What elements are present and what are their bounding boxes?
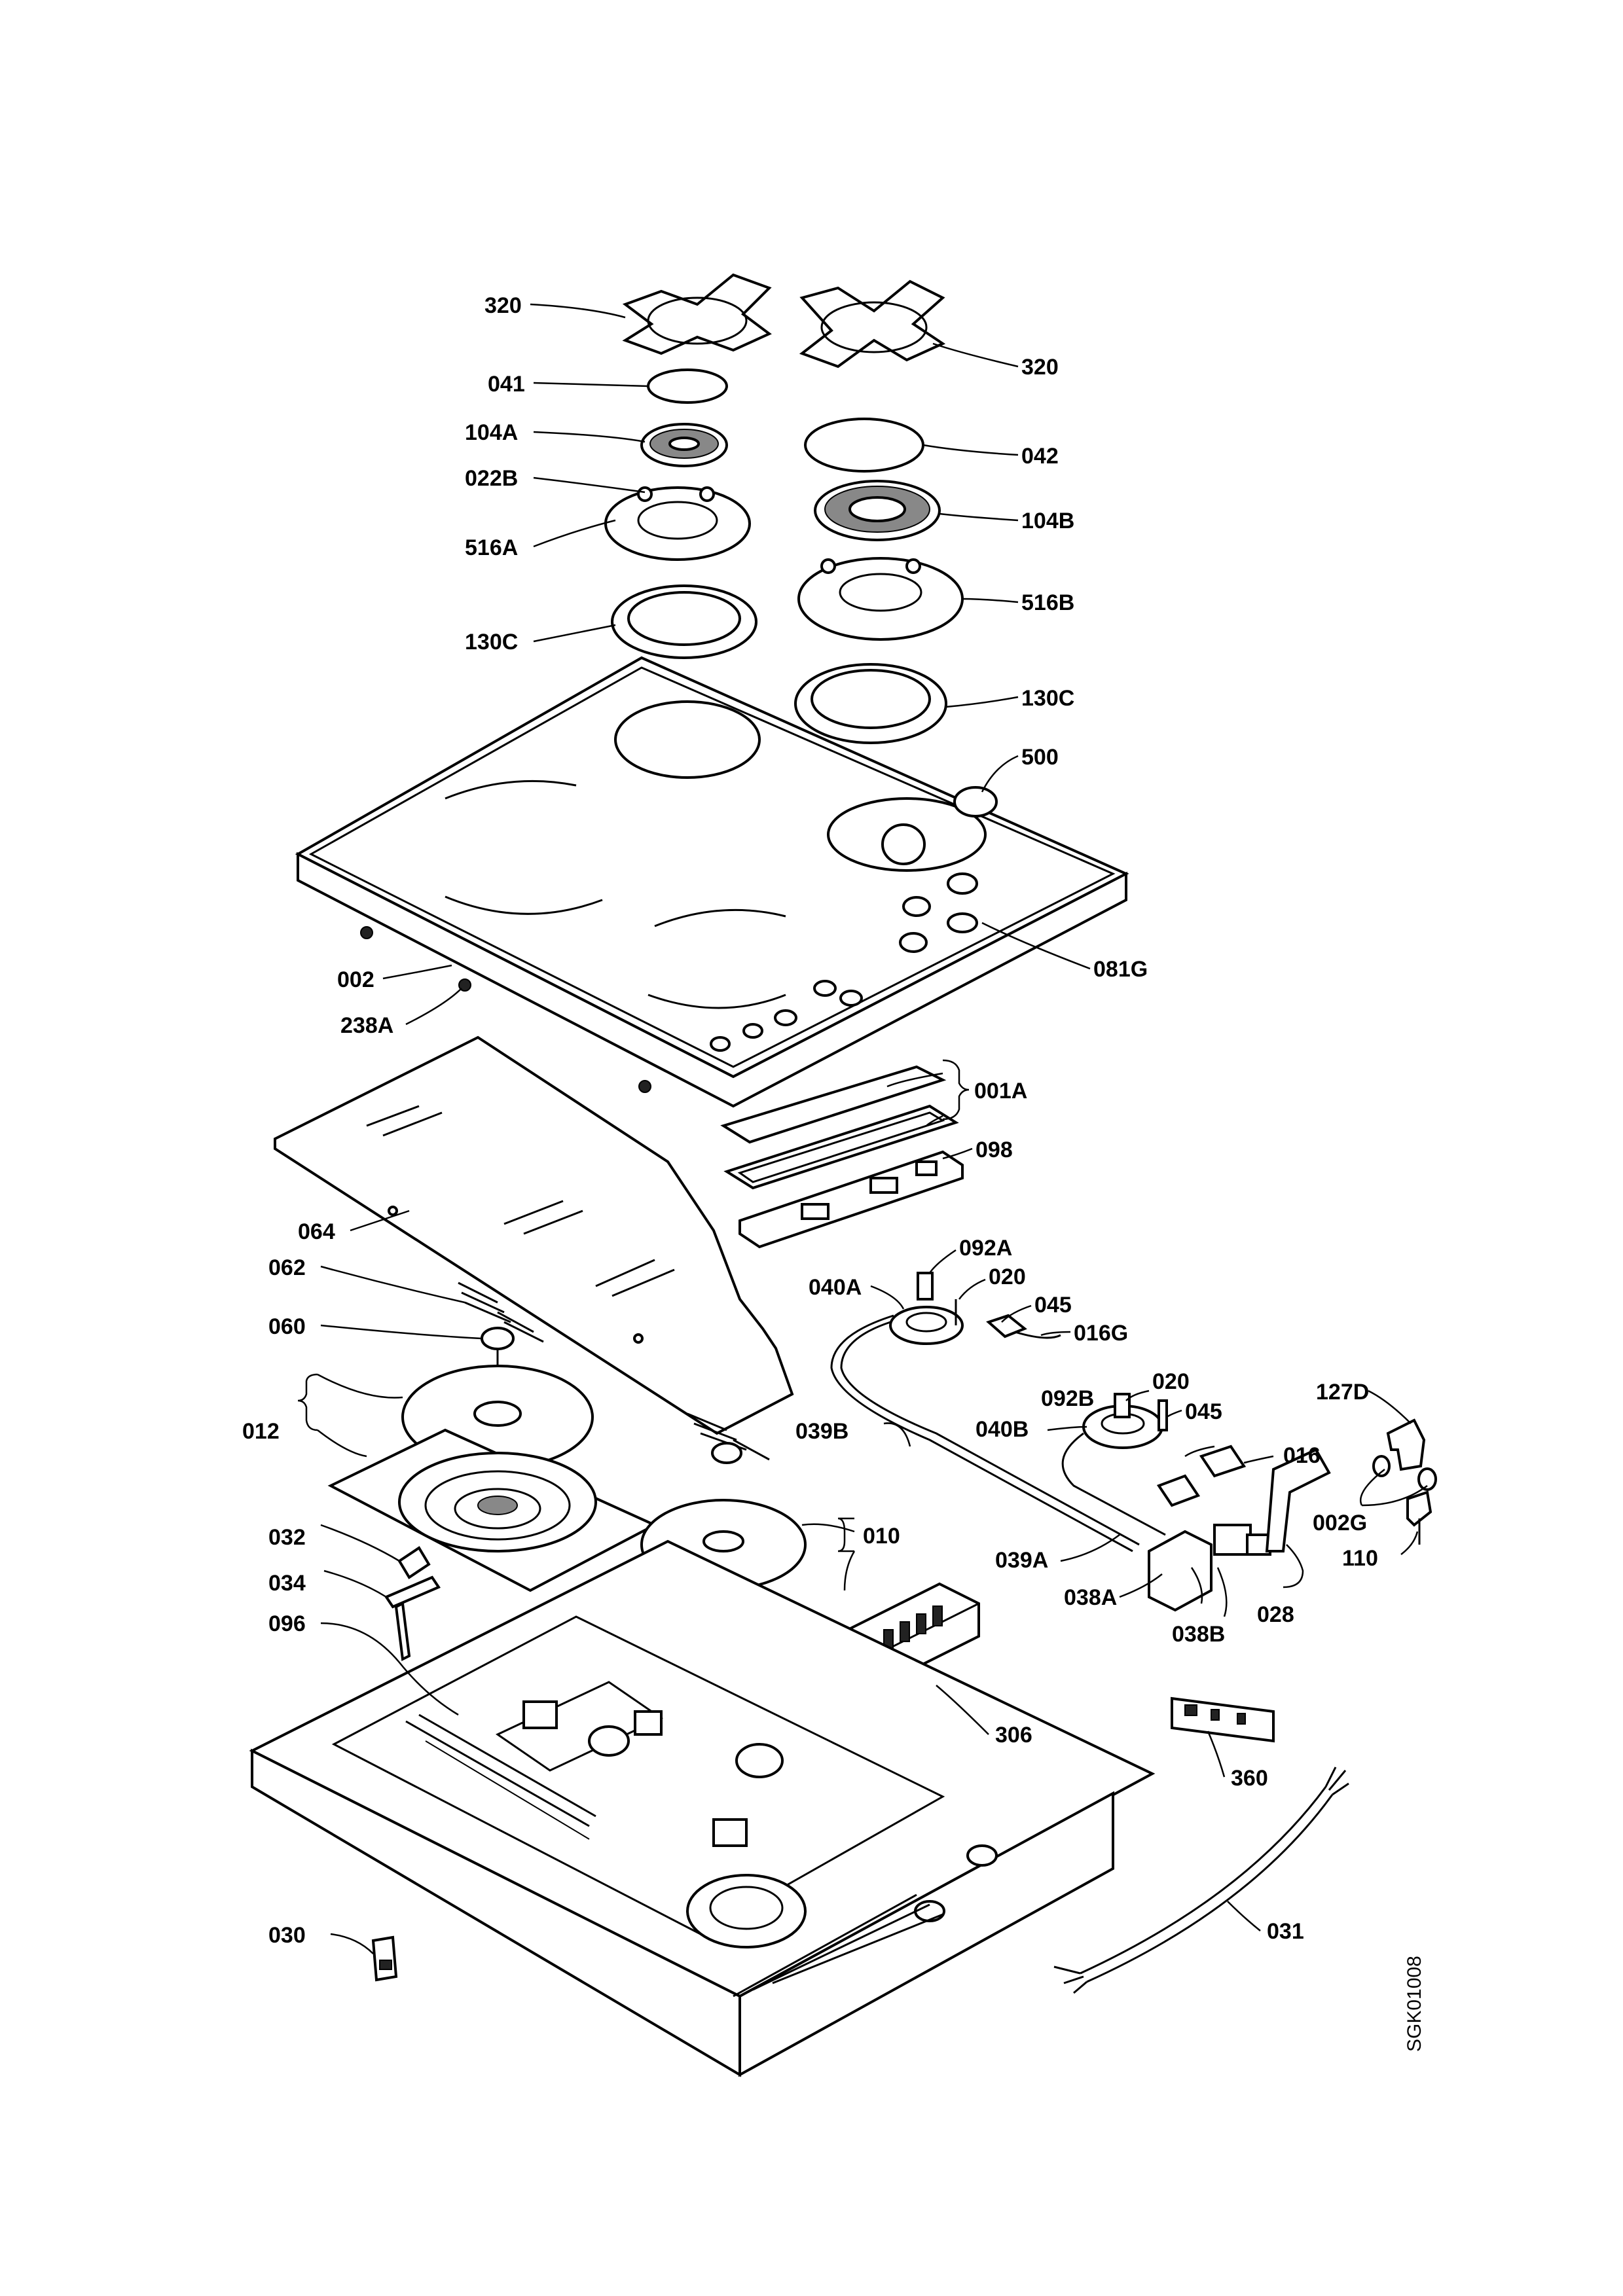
label-110: 110 — [1342, 1546, 1378, 1571]
thermal-limiter-060 — [481, 1327, 742, 1464]
injector-assembly-040A — [889, 1272, 1061, 1345]
label-039B: 039B — [795, 1419, 848, 1444]
label-028: 028 — [1257, 1602, 1294, 1627]
label-127D: 127D — [1316, 1380, 1369, 1405]
label-016: 016 — [1283, 1443, 1321, 1468]
label-002: 002 — [337, 967, 374, 992]
elbow-127D — [1386, 1418, 1426, 1471]
label-092A: 092A — [959, 1236, 1012, 1261]
screw-002 — [360, 926, 651, 1093]
label-306: 306 — [995, 1723, 1032, 1748]
label-062: 062 — [268, 1255, 306, 1280]
label-360: 360 — [1231, 1766, 1268, 1791]
pan-support-right — [799, 279, 946, 368]
drawing-code: SGK01008 — [1404, 1956, 1425, 2052]
label-040A: 040A — [809, 1275, 862, 1300]
label-001A: 001A — [974, 1079, 1027, 1103]
label-092B: 092B — [1041, 1386, 1094, 1411]
washer-002G — [1372, 1455, 1437, 1491]
label-238A: 238A — [340, 1013, 393, 1038]
hob-top-glass — [295, 656, 1129, 1108]
label-012: 012 — [242, 1419, 280, 1444]
base-tray-096 — [249, 1539, 1156, 2077]
label-010: 010 — [863, 1524, 900, 1549]
spring-clips-062 — [458, 1282, 770, 1461]
label-320: 320 — [484, 293, 522, 318]
label-032: 032 — [268, 1525, 306, 1550]
label-020: 020 — [1152, 1369, 1190, 1394]
label-130C: 130C — [465, 630, 518, 655]
seal-ring-130C-left — [611, 584, 757, 659]
label-031: 031 — [1267, 1919, 1304, 1944]
label-064: 064 — [298, 1219, 335, 1244]
label-081G: 081G — [1093, 957, 1148, 982]
clip-032 — [397, 1546, 431, 1579]
mains-cable-031 — [1053, 1767, 1349, 1994]
label-038A: 038A — [1064, 1585, 1117, 1610]
burner-base-516A — [604, 486, 751, 561]
label-045: 045 — [1185, 1399, 1222, 1424]
label-041: 041 — [488, 372, 525, 397]
label-038B: 038B — [1172, 1622, 1225, 1647]
label-516B: 516B — [1021, 590, 1074, 615]
label-060: 060 — [268, 1314, 306, 1339]
label-500: 500 — [1021, 745, 1059, 770]
pan-support-left — [622, 273, 772, 355]
hotplate-012 — [327, 1365, 658, 1592]
burner-cap-041 — [647, 368, 728, 404]
connector-110 — [1406, 1490, 1432, 1545]
leader-lines — [297, 303, 1428, 1954]
gas-pipes-039 — [830, 1314, 1166, 1552]
label-042: 042 — [1021, 444, 1059, 469]
label-096: 096 — [268, 1611, 306, 1636]
label-098: 098 — [976, 1138, 1013, 1162]
seal-ring-130C-right — [794, 663, 947, 744]
control-pcb-098 — [739, 1150, 964, 1249]
label-039A: 039A — [995, 1548, 1048, 1573]
flame-spreader-104A — [640, 423, 728, 467]
flame-spreader-104B — [814, 480, 941, 541]
bracket-034 — [384, 1575, 441, 1662]
label-320: 320 — [1021, 355, 1059, 380]
gas-valves-038 — [1148, 1444, 1331, 1612]
bracket-360 — [1171, 1696, 1275, 1743]
label-016G: 016G — [1074, 1321, 1128, 1346]
label-516A: 516A — [465, 535, 518, 560]
label-030: 030 — [268, 1923, 306, 1948]
heat-shield-064 — [274, 1035, 794, 1435]
injector-assembly-040B — [1082, 1393, 1168, 1449]
label-022B: 022B — [465, 466, 518, 491]
clip-030 — [371, 1935, 398, 1982]
label-130C: 130C — [1021, 686, 1074, 711]
label-104A: 104A — [465, 420, 518, 445]
label-020: 020 — [989, 1265, 1026, 1289]
label-034: 034 — [268, 1571, 306, 1596]
label-104B: 104B — [1021, 509, 1074, 533]
burner-cap-042 — [804, 418, 924, 473]
label-040B: 040B — [976, 1417, 1029, 1442]
label-002G: 002G — [1313, 1511, 1367, 1535]
label-045: 045 — [1034, 1293, 1072, 1318]
part-labels: 320 320 041 042 104A 104B 022B 516A 516B… — [242, 293, 1378, 1948]
burner-base-516B — [797, 557, 964, 641]
